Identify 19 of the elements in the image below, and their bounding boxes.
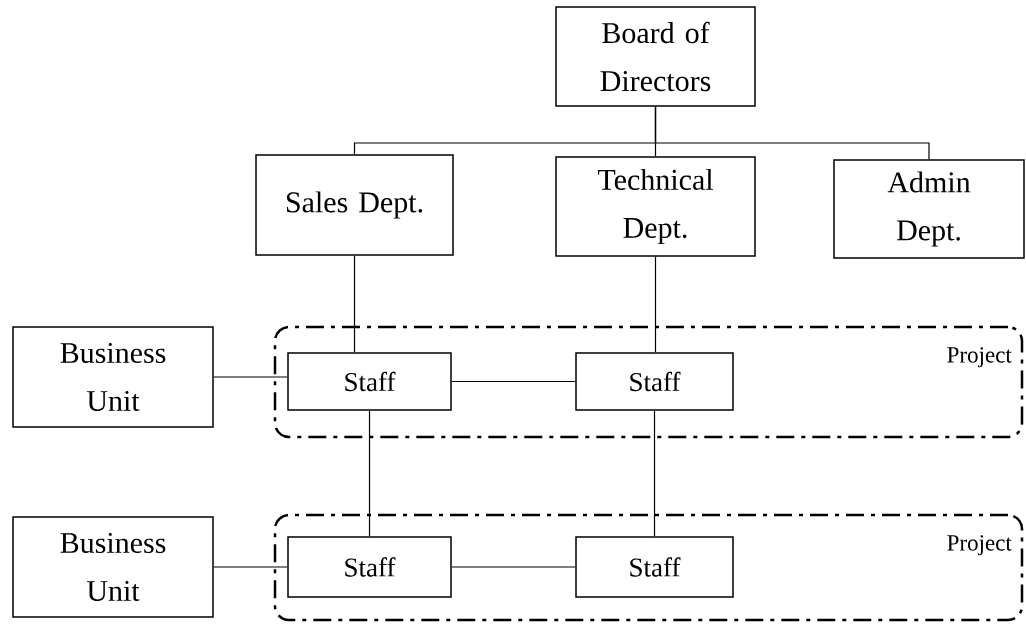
connector-line <box>654 256 657 353</box>
org-box: Technical Dept. <box>555 156 756 257</box>
connector-line <box>451 380 576 383</box>
org-box: Board of Directors <box>555 6 756 107</box>
org-box: Sales Dept. <box>255 154 454 256</box>
connector-line <box>353 255 356 353</box>
org-box: Staff <box>287 352 452 411</box>
connector-line <box>653 410 656 537</box>
org-box: Business Unit <box>12 516 214 618</box>
connector-line <box>451 566 576 568</box>
connector-line <box>213 376 288 378</box>
org-box: Staff <box>575 352 734 411</box>
connector-line <box>654 106 930 160</box>
org-box: Staff <box>287 536 452 598</box>
org-box: Staff <box>575 536 734 598</box>
org-box: Business Unit <box>12 326 214 428</box>
org-box: Admin Dept. <box>833 159 1025 259</box>
connector-line <box>213 566 288 568</box>
connector-line <box>368 410 371 537</box>
